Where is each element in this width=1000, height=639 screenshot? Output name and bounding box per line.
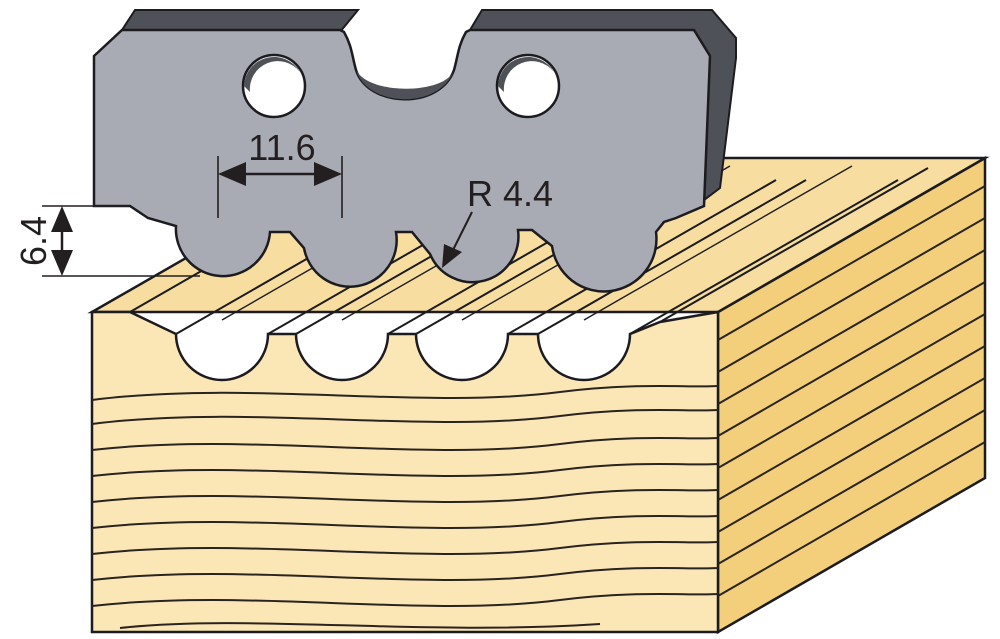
knife-mounting-holes — [241, 53, 561, 119]
wood-front-face — [90, 310, 720, 634]
pitch-label: 11.6 — [248, 127, 315, 168]
radius-callout: R 4.4 — [442, 173, 553, 268]
wood-front-grain — [91, 385, 719, 629]
radius-label: R 4.4 — [467, 173, 553, 214]
dimension-annotations: 11.6 6.4 R 4.4 — [13, 127, 553, 277]
wood-side-grain — [717, 185, 986, 597]
pitch-dimension: 11.6 — [217, 127, 343, 218]
depth-label: 6.4 — [13, 216, 54, 266]
mounting-hole-left — [241, 53, 307, 119]
knife-notch-shadow — [356, 70, 454, 100]
depth-dimension: 6.4 — [13, 205, 200, 277]
mounting-hole-right — [495, 53, 561, 119]
profile-knife — [92, 9, 737, 293]
